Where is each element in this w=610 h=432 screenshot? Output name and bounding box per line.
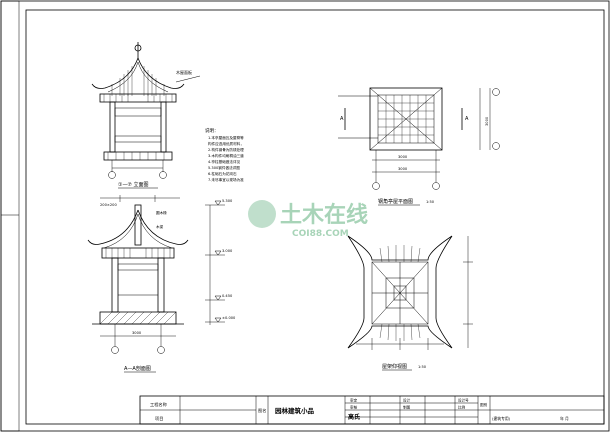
note-line: 5.300钢件做法详图: [208, 165, 240, 170]
front-elevation-label: ①—⑦ 立面图: [118, 181, 149, 188]
level-text: 3.000: [222, 249, 233, 253]
sheet-label: 图别: [480, 402, 488, 407]
watermark: 土木在线 COI88.COM: [248, 200, 368, 239]
watermark-main: 土木在线: [280, 202, 368, 228]
date-label: 年 月: [560, 416, 569, 421]
binding-margin: [0, 0, 20, 432]
callout-text: 200×200: [100, 203, 117, 207]
ceiling-plan: 屋架仰视图 1:50: [347, 235, 473, 371]
roof-plan-label: 钢角亭屋平面图: [378, 198, 413, 205]
note-line: 4.亭柱基础做法详见: [208, 159, 241, 164]
note-line: 构件应选用优质材料，: [208, 141, 244, 146]
note-line: 3.木构件均刷桐油三道: [208, 153, 244, 158]
scale-label: 1:50: [426, 200, 435, 204]
stamp: 高氏: [348, 413, 360, 421]
level-text: 0.450: [222, 294, 233, 298]
project-name-label: 工程名称: [150, 401, 167, 408]
dimension-text: 3000: [398, 167, 408, 171]
note-line: 2.构件钢骨为防锈处理: [208, 147, 244, 152]
note-line: 1.本亭屋面瓦及屋脊等: [208, 135, 244, 140]
ceiling-plan-label: 屋架仰视图: [382, 363, 407, 370]
callout-text: 木屋面板: [176, 69, 192, 75]
check-label: 审核: [350, 405, 358, 410]
level-markers: 5.300 3.000 0.450 ±0.000: [205, 199, 236, 325]
watermark-sub: COI88.COM: [292, 229, 349, 239]
drawing-title-label: 图名: [258, 407, 266, 414]
axis-label: A: [465, 116, 469, 122]
front-elevation: 木屋面板 ①—⑦ 立面图: [91, 42, 201, 189]
design-no-label: 设计号: [458, 398, 469, 403]
section-label: A—A剖面图: [124, 365, 151, 372]
draw-label: 制图: [403, 405, 411, 410]
callout-text: 圆木椽: [156, 210, 167, 215]
general-notes: 说明： 1.本亭屋面瓦及屋脊等 构件应选用优质材料， 2.构件钢骨为防锈处理 3…: [205, 127, 244, 182]
sheet-value: (建筑专用): [492, 416, 511, 421]
callout-text: 木梁: [156, 224, 164, 229]
title-block: 工程名称 项目 图名 园林建筑小品 审定 审核 高氏 设计 制图 设计号 比例 …: [139, 395, 605, 425]
note-line: 6.柱础石为花岗石: [208, 171, 237, 176]
scale-field-label: 比例: [458, 405, 466, 410]
dimension-text: 3000: [132, 331, 142, 335]
section-a-a: 200×200 圆木椽 木梁: [87, 195, 189, 373]
review-label: 审定: [350, 398, 358, 403]
drawing-title: 园林建筑小品: [275, 406, 315, 415]
level-text: ±0.000: [222, 316, 236, 320]
design-label: 设计: [403, 398, 411, 403]
axis-label: A: [340, 116, 344, 122]
notes-title: 说明：: [205, 127, 219, 134]
dimension-text: 3000: [485, 116, 489, 126]
note-line: 7.未尽事宜以现场为准: [208, 177, 244, 182]
roof-plan: A A 3000 3000 3000 钢角亭屋平面图 1:50: [338, 87, 500, 206]
scale-label: 1:50: [418, 365, 427, 369]
project-label: 项目: [155, 416, 163, 422]
level-text: 5.300: [222, 199, 233, 203]
dimension-text: 3000: [398, 155, 408, 159]
